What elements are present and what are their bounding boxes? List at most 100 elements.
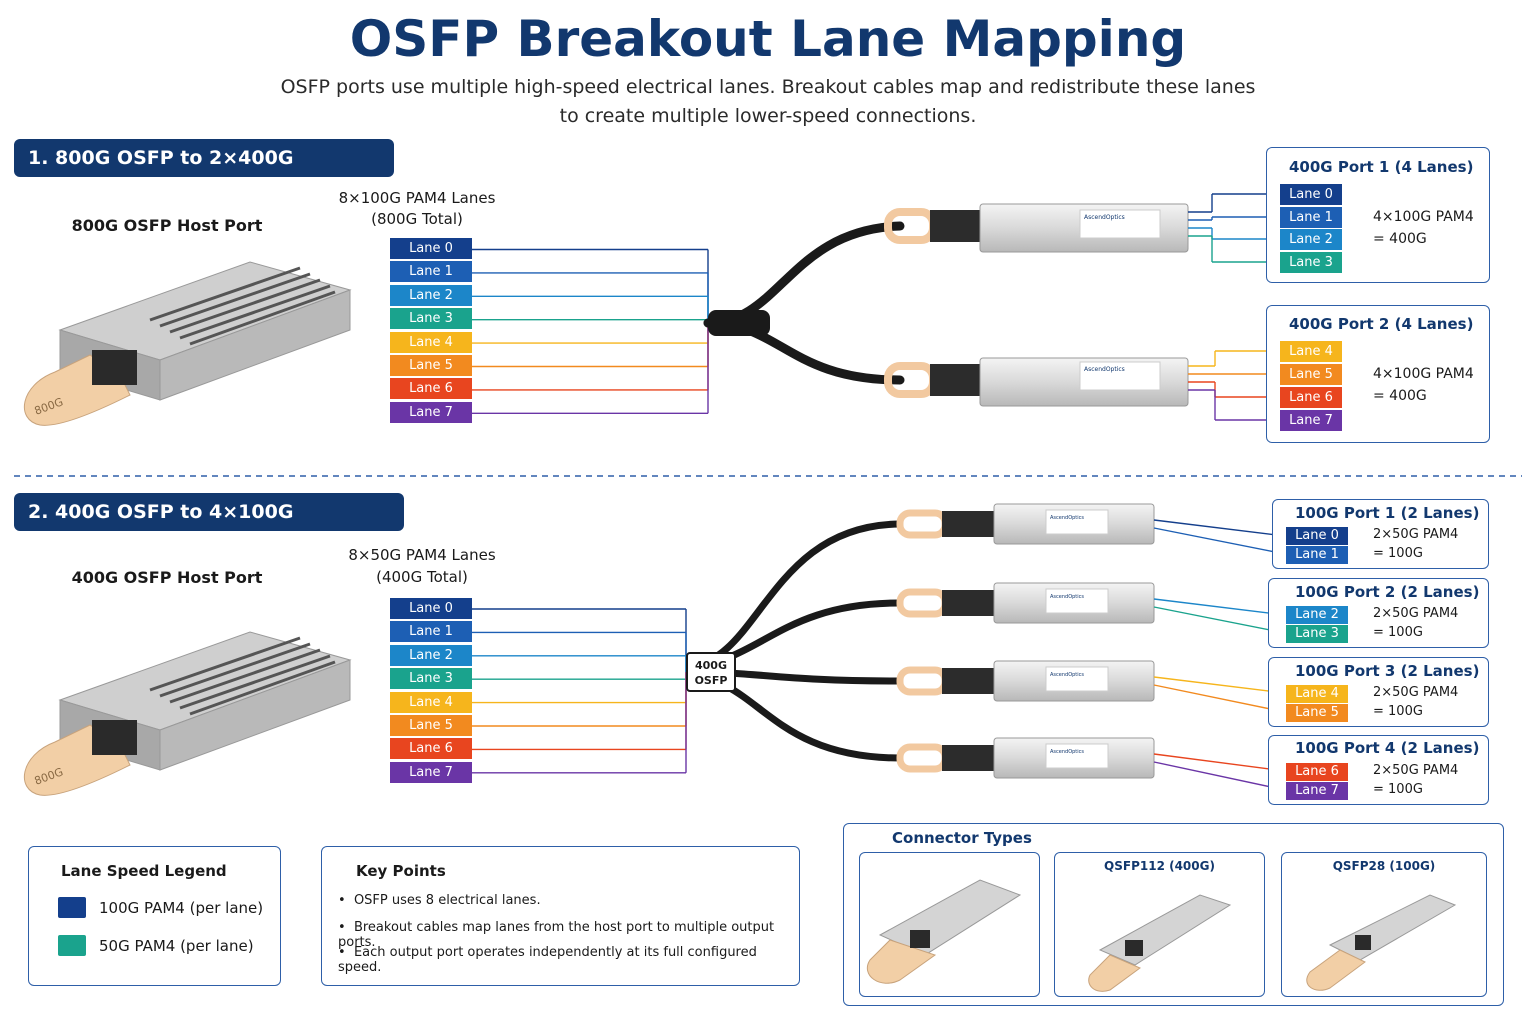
qsfp28-module: AscendOptics xyxy=(896,737,1155,779)
port-lane: Lane 2 xyxy=(1286,606,1348,624)
lane-box: Lane 2 xyxy=(390,644,472,666)
connector-image-qsfp112 xyxy=(1088,894,1232,992)
port-desc-total: = 100G xyxy=(1373,782,1423,797)
port-lane-stack: Lane 0 Lane 1 Lane 2 Lane 3 xyxy=(1280,184,1342,273)
lane-box: Lane 2 xyxy=(390,284,472,306)
svg-text:AscendOptics: AscendOptics xyxy=(1050,749,1084,755)
lane-box: Lane 5 xyxy=(390,714,472,736)
port-desc-total: = 100G xyxy=(1373,704,1423,719)
lane-speed-legend: Lane Speed Legend 100G PAM4 (per lane) 5… xyxy=(28,846,281,986)
lane-line xyxy=(1153,753,1286,772)
section1-qsfp112-module-2: AscendOptics xyxy=(884,357,1189,407)
lane-box: Lane 4 xyxy=(390,331,472,353)
lane-box: Lane 7 xyxy=(390,761,472,783)
section1-qsfp112-module-1: AscendOptics xyxy=(884,203,1189,253)
lane-line xyxy=(1153,598,1286,616)
svg-text:AscendOptics: AscendOptics xyxy=(1050,672,1084,678)
lane-box: Lane 1 xyxy=(390,621,472,643)
section1-port-2: 400G Port 2 (4 Lanes) Lane 4 Lane 5 Lane… xyxy=(1266,305,1490,443)
bullet-icon: • xyxy=(338,893,354,908)
lane-box: Lane 6 xyxy=(390,738,472,760)
subtitle-line-2: to create multiple lower-speed connectio… xyxy=(559,105,977,127)
lane-line xyxy=(1153,684,1286,713)
svg-text:AscendOptics: AscendOptics xyxy=(1050,594,1084,600)
section1-lane-lines xyxy=(472,248,709,414)
svg-text:AscendOptics: AscendOptics xyxy=(1084,366,1125,373)
section2-lane-lines xyxy=(472,608,687,774)
section1-banner: 1. 800G OSFP to 2×400G Breakout xyxy=(14,139,394,207)
port-lane: Lane 3 xyxy=(1286,625,1348,643)
port-lane-stack: Lane 4 Lane 5 Lane 6 Lane 7 xyxy=(1280,341,1342,431)
section2-lane-stack: Lane 0 Lane 1 Lane 2 Lane 3 Lane 4 Lane … xyxy=(390,598,472,783)
port-lane: Lane 0 xyxy=(1280,184,1342,205)
key-points-title: Key Points xyxy=(356,862,446,880)
port-desc-total: = 100G xyxy=(1373,546,1423,561)
section2-lanes-title-2: (400G Total) xyxy=(376,568,468,586)
page-title: OSFP Breakout Lane Mapping xyxy=(349,10,1187,68)
section2-port-3: 100G Port 3 (2 Lanes) Lane 4 Lane 5 2×50… xyxy=(1268,657,1489,727)
key-point-text: Each output port operates independently … xyxy=(338,945,757,975)
port-title: 400G Port 2 (4 Lanes) xyxy=(1289,315,1474,333)
key-point-item: • OSFP uses 8 electrical lanes. xyxy=(338,893,541,908)
lane-box: Lane 7 xyxy=(390,401,472,423)
lane-line xyxy=(1153,676,1286,694)
key-point-item: • Each output port operates independentl… xyxy=(338,945,799,975)
lane-line xyxy=(1153,519,1286,537)
hub-label: OSFP xyxy=(694,674,728,687)
port-lane: Lane 4 xyxy=(1280,341,1342,362)
svg-text:AscendOptics: AscendOptics xyxy=(1050,515,1084,521)
port-title: 100G Port 3 (2 Lanes) xyxy=(1295,662,1480,680)
connector-image-qsfp28 xyxy=(1306,894,1457,991)
section2-hub: 400G OSFP xyxy=(686,652,736,692)
port-lane-stack: Lane 2 Lane 3 xyxy=(1286,606,1348,643)
section2-port-1: 100G Port 1 (2 Lanes) Lane 0 Lane 1 2×50… xyxy=(1272,499,1489,569)
legend-swatch-100g xyxy=(58,897,86,918)
qsfp28-module: AscendOptics xyxy=(896,582,1155,624)
connector-image-osfp xyxy=(866,879,1022,984)
section2-port-2: 100G Port 2 (2 Lanes) Lane 2 Lane 3 2×50… xyxy=(1268,578,1489,648)
qsfp28-module: AscendOptics xyxy=(896,660,1155,702)
lane-box: Lane 0 xyxy=(390,598,472,619)
port-desc-total: = 400G xyxy=(1373,231,1427,247)
connector-types-panel: Connector Types QSFP112 (400G) QSFP28 (1… xyxy=(843,823,1504,1006)
lane-line xyxy=(1153,606,1286,634)
bullet-icon: • xyxy=(338,920,354,935)
lane-line xyxy=(1153,761,1286,791)
port-desc: 2×50G PAM4 xyxy=(1373,763,1459,778)
connector-card-qsfp28: QSFP28 (100G) xyxy=(1281,852,1487,997)
port-lane-stack: Lane 0 Lane 1 xyxy=(1286,527,1348,564)
lane-line xyxy=(1153,527,1286,555)
port-lane: Lane 7 xyxy=(1286,782,1348,800)
section1-lanes-title-1: 8×100G PAM4 Lanes xyxy=(338,189,496,207)
connector-card-qsfp112: QSFP112 (400G) xyxy=(1054,852,1265,997)
port-lane: Lane 7 xyxy=(1280,410,1342,431)
port-desc: 2×50G PAM4 xyxy=(1373,606,1459,621)
connector-label: QSFP28 (100G) xyxy=(1332,859,1436,873)
qsfp28-module: AscendOptics xyxy=(896,503,1155,545)
port-lane: Lane 2 xyxy=(1280,229,1342,250)
key-point-item: • Breakout cables map lanes from the hos… xyxy=(338,920,799,950)
section2-lanes-title-1: 8×50G PAM4 Lanes xyxy=(348,546,496,564)
cable-splitter xyxy=(708,310,770,336)
port-lane: Lane 6 xyxy=(1280,387,1342,408)
subtitle-line-1: OSFP ports use multiple high-speed elect… xyxy=(280,76,1256,98)
section1-host-label: 800G OSFP Host Port xyxy=(71,216,263,235)
port-lane: Lane 0 xyxy=(1286,527,1348,545)
port-desc: 2×50G PAM4 xyxy=(1373,527,1459,542)
legend-swatch-50g xyxy=(58,935,86,956)
key-point-text: OSFP uses 8 electrical lanes. xyxy=(353,893,541,908)
port-lane: Lane 4 xyxy=(1286,685,1348,703)
svg-text:AscendOptics: AscendOptics xyxy=(1084,214,1125,221)
section1-breakout-cable xyxy=(703,221,905,385)
connector-card-osfp xyxy=(859,852,1040,997)
section1-port-1: 400G Port 1 (4 Lanes) Lane 0 Lane 1 Lane… xyxy=(1266,147,1490,283)
section2-host-label: 400G OSFP Host Port xyxy=(71,568,263,587)
section2-port-4: 100G Port 4 (2 Lanes) Lane 6 Lane 7 2×50… xyxy=(1268,735,1489,805)
section2-banner: 2. 400G OSFP to 4×100G Breakout xyxy=(14,493,404,561)
port-title: 100G Port 2 (2 Lanes) xyxy=(1295,583,1480,601)
port-title: 100G Port 1 (2 Lanes) xyxy=(1295,504,1480,522)
port-lane: Lane 1 xyxy=(1286,546,1348,564)
port-desc-total: = 400G xyxy=(1373,388,1427,404)
port-lane: Lane 3 xyxy=(1280,251,1342,273)
